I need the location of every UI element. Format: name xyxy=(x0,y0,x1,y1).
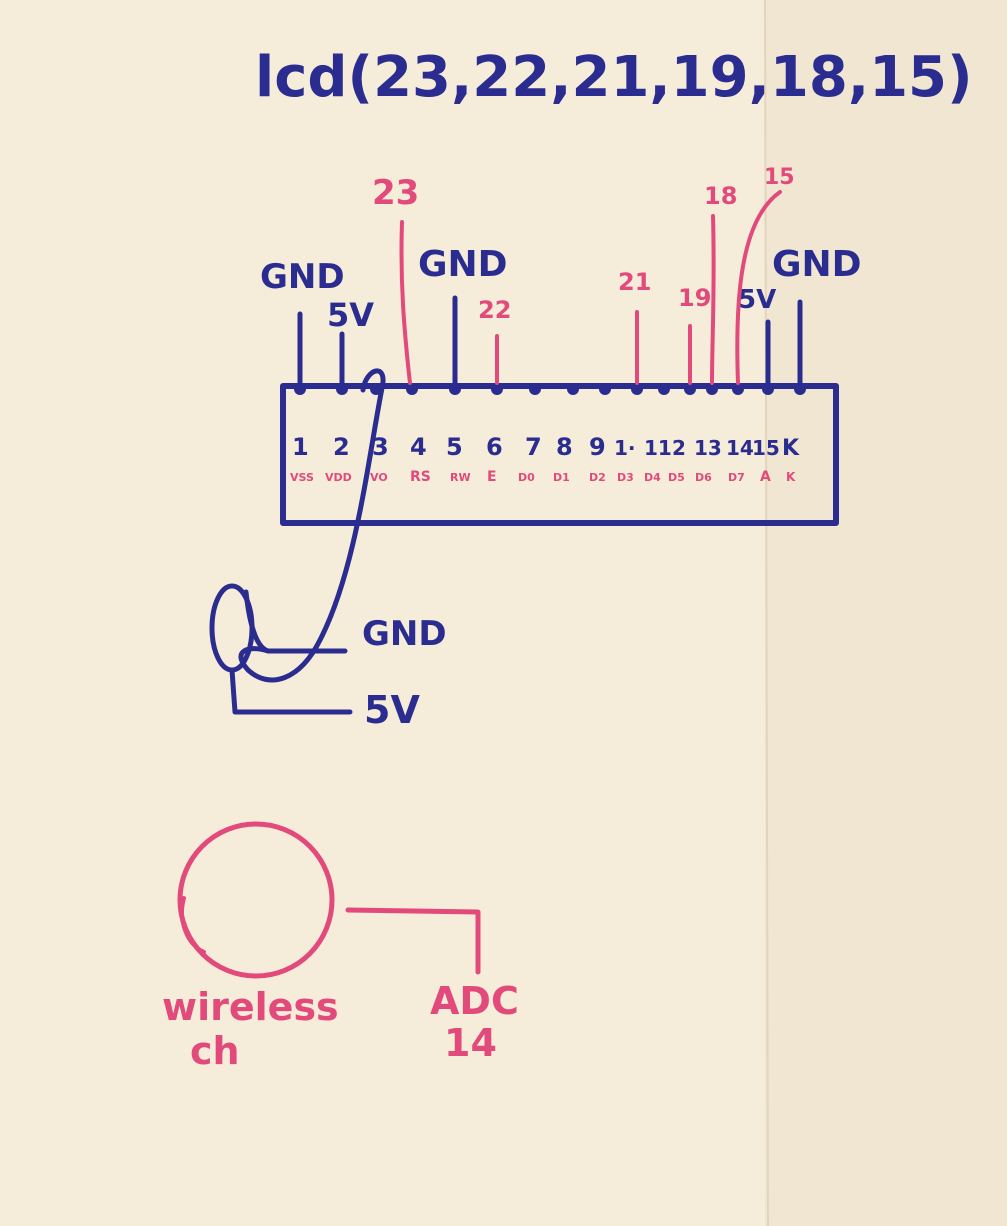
label-potentiometer-gnd: GND xyxy=(362,614,447,654)
label-potentiometer-5v: 5V xyxy=(364,688,420,732)
pin-name-d4: D4 xyxy=(644,471,661,484)
lcd-pin-4 xyxy=(406,383,418,395)
pin-name-d7: D7 xyxy=(728,471,745,484)
lcd-pin-12 xyxy=(684,383,696,395)
label-adc: ADC xyxy=(430,979,519,1023)
label-ch: ch xyxy=(190,1029,240,1073)
pin-number-12: 2 xyxy=(672,436,686,460)
lcd-pin-13 xyxy=(706,383,718,395)
pin-number-13: 13 xyxy=(694,436,722,460)
lcd-pin-16 xyxy=(794,383,806,395)
lcd-pin-5 xyxy=(449,383,461,395)
label-pin1-gnd: GND xyxy=(260,257,345,297)
label-pin5-gnd: GND xyxy=(418,244,508,285)
lcd-pin-14 xyxy=(732,383,744,395)
pin-name-d0: D0 xyxy=(518,471,535,484)
lcd-pin-8 xyxy=(567,383,579,395)
lcd-pin-10 xyxy=(631,383,643,395)
lcd-pin-2 xyxy=(336,383,348,395)
label-pin14-gpio15: 15 xyxy=(764,165,795,190)
pin-number-3: 3 xyxy=(372,433,389,461)
wire-pin4-gpio23 xyxy=(399,220,412,385)
pin-name-d3: D3 xyxy=(617,471,634,484)
wire-sensor-to-adc xyxy=(345,907,481,975)
pin-number-6: 6 xyxy=(486,433,503,461)
label-pin12-gpio19: 19 xyxy=(678,284,711,312)
lcd-module xyxy=(280,383,839,526)
title-text: lcd(23,22,21,19,18,15) xyxy=(255,45,973,110)
label-pin11-gpio21: 21 xyxy=(618,268,651,296)
label-pin4-gpio23: 23 xyxy=(372,173,419,213)
label-pin16-gnd: GND xyxy=(772,244,862,285)
label-wireless: wireless xyxy=(162,985,339,1029)
pin-number-7: 7 xyxy=(525,433,542,461)
pin-name-d6: D6 xyxy=(695,471,712,484)
lcd-pin-name-row: VSS VDD VO RS RW E D0 D1 D2 D3 D4 D5 D6 … xyxy=(290,469,796,485)
label-pin6-gpio22: 22 xyxy=(478,296,511,324)
pin-number-14: 14 xyxy=(726,436,754,460)
pin-number-5: 5 xyxy=(446,433,463,461)
lcd-pin-header xyxy=(294,383,806,395)
lcd-pin-9 xyxy=(599,383,611,395)
lcd-pin-number-row: 1 2 3 4 5 6 7 8 9 1· 11 2 13 14 15 K xyxy=(292,433,800,461)
pin-name-vo: VO xyxy=(370,471,388,484)
pin-name-d5: D5 xyxy=(668,471,685,484)
pin-number-15: 15 xyxy=(752,436,780,460)
wire-vo-to-potentiometer xyxy=(238,368,386,683)
label-pin13-gpio18: 18 xyxy=(704,182,737,210)
lcd-pin-1 xyxy=(294,383,306,395)
label-pin2-5v: 5V xyxy=(327,296,374,334)
lcd-pin-15 xyxy=(762,383,774,395)
pin-name-e: E xyxy=(487,469,497,485)
pin-number-2: 2 xyxy=(333,433,350,461)
pin-number-4: 4 xyxy=(410,433,427,461)
wireless-sensor-circle-overdraw xyxy=(180,896,206,954)
pin-name-rw: RW xyxy=(450,471,471,484)
pin-name-vdd: VDD xyxy=(325,471,352,484)
pin-number-8: 8 xyxy=(556,433,573,461)
pin-name-rs: RS xyxy=(410,469,431,485)
pin-name-d1: D1 xyxy=(553,471,570,484)
label-adc-pin: 14 xyxy=(444,1021,497,1065)
wire-pin13-gpio18 xyxy=(710,214,716,385)
wire-potentiometer-5v xyxy=(229,667,353,715)
lcd-pin-7 xyxy=(529,383,541,395)
lcd-pin-11 xyxy=(658,383,670,395)
pin-name-k: K xyxy=(786,470,796,484)
wire-pin14-gpio15 xyxy=(735,190,782,385)
pin-name-vss: VSS xyxy=(290,471,314,484)
pin-number-1: 1 xyxy=(292,433,309,461)
pin-number-9: 9 xyxy=(589,433,606,461)
paper-right-panel xyxy=(765,0,1007,1226)
pin-number-11: 11 xyxy=(644,436,672,460)
wireless-sensor-circle xyxy=(177,821,335,979)
pin-number-10: 1· xyxy=(614,436,636,460)
pin-name-d2: D2 xyxy=(589,471,606,484)
pin-name-a: A xyxy=(760,469,771,485)
potentiometer-wiper xyxy=(243,589,271,654)
pin-number-16: K xyxy=(782,436,800,461)
label-pin15-5v: 5V xyxy=(738,285,776,315)
lcd-pin-6 xyxy=(491,383,503,395)
